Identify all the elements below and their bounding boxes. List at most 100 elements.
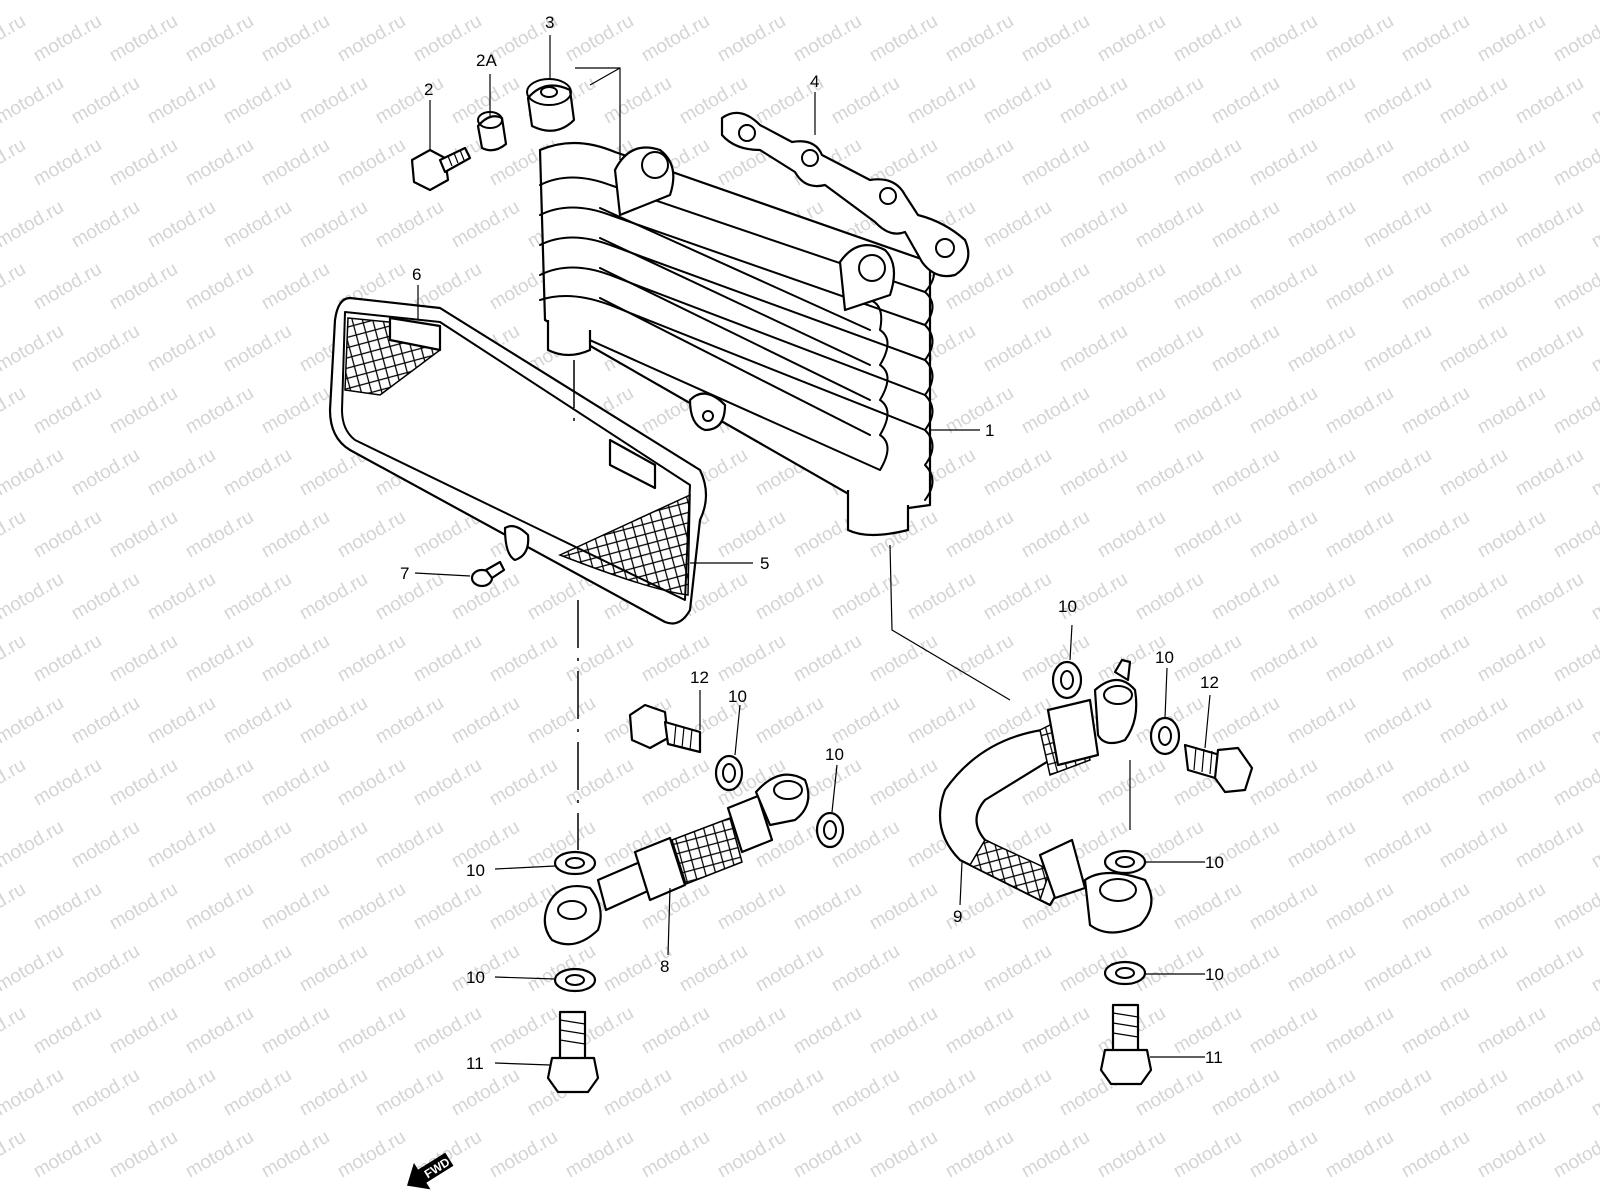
watermark-text: motod.ru: [1474, 507, 1549, 563]
watermark-text: motod.ru: [600, 73, 675, 129]
watermark-text: motod.ru: [1132, 0, 1207, 4]
watermark-text: motod.ru: [1398, 755, 1473, 811]
watermark-text: motod.ru: [1398, 11, 1473, 67]
watermark-text: motod.ru: [980, 321, 1055, 377]
watermark-text: motod.ru: [1322, 383, 1397, 439]
watermark-text: motod.ru: [1512, 941, 1587, 997]
oil-cooler-guard: [328, 296, 708, 625]
watermark-text: motod.ru: [1360, 321, 1435, 377]
watermark-text: motod.ru: [1398, 1127, 1473, 1183]
watermark-text: motod.ru: [980, 569, 1055, 625]
watermark-text: motod.ru: [0, 197, 67, 253]
watermark-text: motod.ru: [1322, 1003, 1397, 1059]
watermark-text: motod.ru: [68, 445, 143, 501]
watermark-text: motod.ru: [1018, 259, 1093, 315]
watermark-text: motod.ru: [1246, 135, 1321, 191]
watermark-text: motod.ru: [714, 631, 789, 687]
watermark-text: motod.ru: [866, 1003, 941, 1059]
watermark-text: motod.ru: [68, 321, 143, 377]
watermark-text: motod.ru: [790, 631, 865, 687]
watermark-text: motod.ru: [0, 445, 67, 501]
watermark-text: motod.ru: [1094, 383, 1169, 439]
watermark-text: motod.ru: [410, 879, 485, 935]
callout-10: 10: [466, 968, 485, 987]
watermark-text: motod.ru: [1132, 321, 1207, 377]
watermark-text: motod.ru: [714, 11, 789, 67]
watermark-text: motod.ru: [752, 0, 827, 4]
watermark-text: motod.ru: [144, 941, 219, 997]
watermark-text: motod.ru: [258, 135, 333, 191]
union-bolt-part-12-right: [1183, 743, 1254, 794]
oil-cooler-core: [538, 141, 935, 537]
watermark-text: motod.ru: [1436, 0, 1511, 4]
watermark-text: motod.ru: [0, 259, 29, 315]
washer: [714, 754, 744, 792]
watermark-text: motod.ru: [1322, 259, 1397, 315]
watermark-text: motod.ru: [752, 941, 827, 997]
watermark-text: motod.ru: [1436, 197, 1511, 253]
watermark-text: motod.ru: [866, 631, 941, 687]
watermark-text: motod.ru: [1284, 817, 1359, 873]
watermark-text: motod.ru: [1284, 321, 1359, 377]
watermark-text: motod.ru: [1512, 817, 1587, 873]
watermark-text: motod.ru: [1474, 1127, 1549, 1183]
watermark-text: motod.ru: [1018, 507, 1093, 563]
watermark-text: motod.ru: [1056, 321, 1131, 377]
watermark-text: motod.ru: [1284, 445, 1359, 501]
assembly-lines: [573, 67, 1131, 850]
watermark-text: motod.ru: [296, 73, 371, 129]
washer: [553, 967, 597, 993]
watermark-text: motod.ru: [0, 941, 67, 997]
watermark-text: motod.ru: [828, 941, 903, 997]
watermark-text: motod.ru: [942, 507, 1017, 563]
watermark-text: motod.ru: [182, 879, 257, 935]
watermark-text: motod.ru: [144, 445, 219, 501]
watermark-text: motod.ru: [1246, 755, 1321, 811]
watermark-text: motod.ru: [68, 0, 143, 4]
watermark-text: motod.ru: [1246, 1003, 1321, 1059]
watermark-text: motod.ru: [372, 0, 447, 4]
union-bolt-part-11-right: [1099, 1003, 1153, 1086]
watermark-text: motod.ru: [334, 1127, 409, 1183]
watermark-text: motod.ru: [1588, 569, 1600, 625]
watermark-text: motod.ru: [0, 383, 29, 439]
watermark-text: motod.ru: [714, 1127, 789, 1183]
washer: [1103, 960, 1147, 986]
watermark-text: motod.ru: [448, 1065, 523, 1121]
watermark-text: motod.ru: [1436, 817, 1511, 873]
watermark-text: motod.ru: [1550, 507, 1600, 563]
watermark-text: motod.ru: [30, 879, 105, 935]
watermark-text: motod.ru: [30, 135, 105, 191]
watermark-text: motod.ru: [866, 1127, 941, 1183]
watermark-text: motod.ru: [524, 693, 599, 749]
watermark-text: motod.ru: [1360, 817, 1435, 873]
union-bolt-part-11-left: [546, 1010, 600, 1094]
watermark-text: motod.ru: [1284, 693, 1359, 749]
watermark-text: motod.ru: [752, 1065, 827, 1121]
watermark-text: motod.ru: [106, 507, 181, 563]
watermark-text: motod.ru: [258, 259, 333, 315]
watermark-text: motod.ru: [942, 11, 1017, 67]
watermark-text: motod.ru: [1398, 507, 1473, 563]
watermark-text: motod.ru: [1398, 383, 1473, 439]
watermark-text: motod.ru: [334, 11, 409, 67]
watermark-text: motod.ru: [372, 941, 447, 997]
watermark-text: motod.ru: [0, 631, 29, 687]
watermark-text: motod.ru: [220, 693, 295, 749]
watermark-text: motod.ru: [30, 383, 105, 439]
watermark-text: motod.ru: [942, 1127, 1017, 1183]
watermark-text: motod.ru: [1132, 445, 1207, 501]
watermark-text: motod.ru: [1246, 383, 1321, 439]
watermark-text: motod.ru: [1588, 817, 1600, 873]
washer: [1149, 716, 1181, 756]
watermark-text: motod.ru: [1550, 631, 1600, 687]
watermark-text: motod.ru: [638, 755, 713, 811]
watermark-text: motod.ru: [1170, 259, 1245, 315]
watermark-text: motod.ru: [980, 0, 1055, 4]
watermark-text: motod.ru: [676, 941, 751, 997]
oil-hose-part-8: [543, 773, 810, 946]
watermark-text: motod.ru: [1094, 259, 1169, 315]
watermark-text: motod.ru: [714, 879, 789, 935]
watermark-text: motod.ru: [866, 11, 941, 67]
watermark-text: motod.ru: [1094, 11, 1169, 67]
